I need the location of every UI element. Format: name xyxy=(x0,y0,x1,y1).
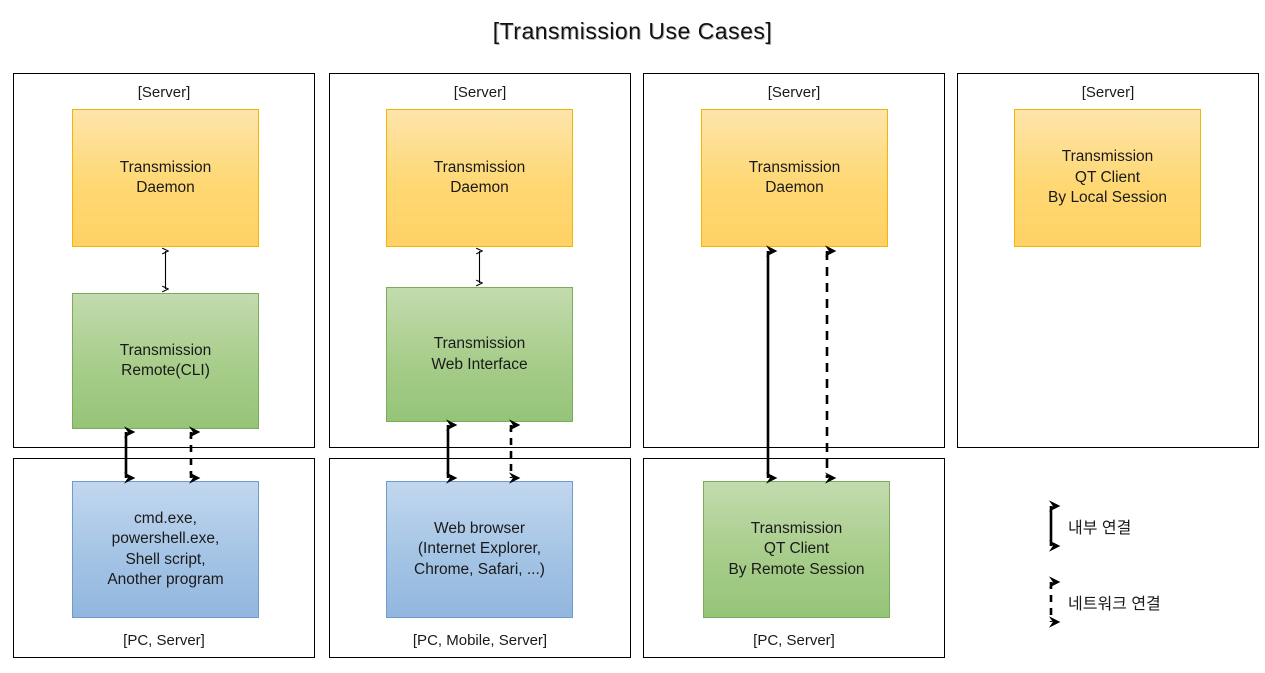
legend: 내부 연결 네트워크 연결 xyxy=(1020,490,1260,640)
node-transmission-qt-client-remote[interactable]: Transmission QT Client By Remote Session xyxy=(703,481,890,618)
node-cli-clients[interactable]: cmd.exe, powershell.exe, Shell script, A… xyxy=(72,481,259,618)
legend-item-network: 네트워크 연결 xyxy=(1020,574,1260,630)
panel-caption-server-cli: [Server] xyxy=(137,84,191,101)
panel-caption-client-qt-remote: [PC, Server] xyxy=(753,632,835,649)
panel-caption-server-qt-remote: [Server] xyxy=(767,84,821,101)
node-web-browser[interactable]: Web browser (Internet Explorer, Chrome, … xyxy=(386,481,573,618)
node-transmission-daemon-qt-remote[interactable]: Transmission Daemon xyxy=(701,109,888,247)
legend-dashed-double-arrow-icon xyxy=(1048,576,1061,628)
legend-label-network: 네트워크 연결 xyxy=(1068,596,1161,613)
legend-solid-double-arrow-icon xyxy=(1048,500,1061,552)
node-transmission-web-interface[interactable]: Transmission Web Interface xyxy=(386,287,573,422)
panel-caption-server-web: [Server] xyxy=(453,84,507,101)
legend-label-internal: 내부 연결 xyxy=(1068,520,1132,537)
node-transmission-daemon-cli[interactable]: Transmission Daemon xyxy=(72,109,259,247)
legend-item-internal: 내부 연결 xyxy=(1020,498,1260,554)
panel-caption-client-cli: [PC, Server] xyxy=(123,632,205,649)
page-title: [Transmission Use Cases] xyxy=(492,18,773,44)
node-transmission-qt-client-local[interactable]: Transmission QT Client By Local Session xyxy=(1014,109,1201,247)
node-transmission-remote-cli[interactable]: Transmission Remote(CLI) xyxy=(72,293,259,429)
node-transmission-daemon-web[interactable]: Transmission Daemon xyxy=(386,109,573,247)
panel-caption-client-web: [PC, Mobile, Server] xyxy=(412,632,548,649)
panel-caption-server-qt-local: [Server] xyxy=(1081,84,1135,101)
